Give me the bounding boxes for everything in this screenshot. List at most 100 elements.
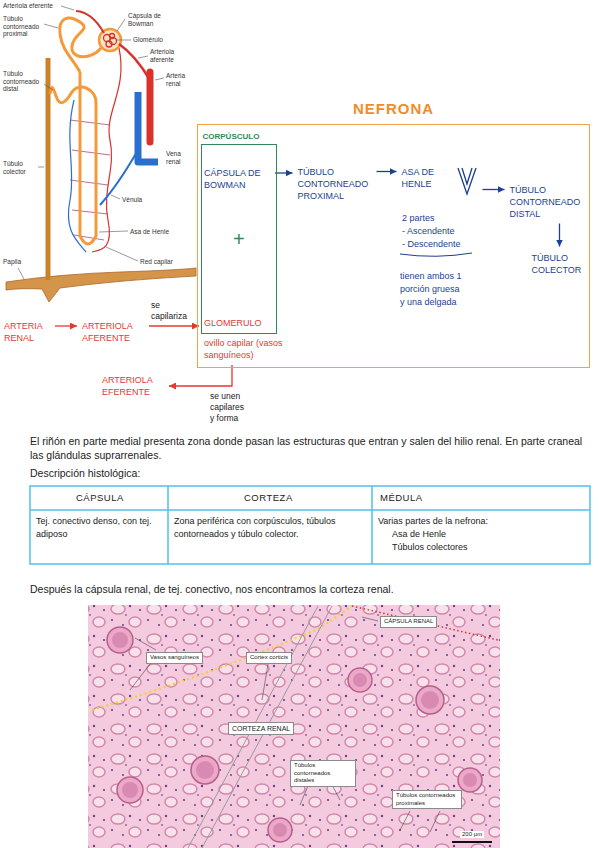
table-header: CORTEZA [244,492,364,504]
node-label: Túbulos contorneados proximales [396,792,458,807]
loop-symbol [456,166,478,196]
efferent-arteriole [76,11,104,33]
node-label: ovillo capilar (vasos sanguíneos) [204,337,318,361]
node-label: Túbulos contorneados distales [294,762,352,785]
glomerulus-section [107,627,133,653]
edge-label: se unen capilares y forma [210,391,250,424]
table-cell: Varias partes de la nefrona: [378,515,583,528]
part-label: Glomérulo [133,36,173,44]
glomerulus-core [463,773,477,787]
glomerulus-core [112,632,128,648]
table-cell: Asa de Henle [392,528,582,541]
connector [559,224,560,247]
paragraph: El riñón en parte medial presenta zona d… [30,434,590,462]
micrograph-label: CÁPSULA RENAL [380,616,437,628]
node-label: CÁPSULA RENAL [384,618,433,626]
leader-line [362,617,378,621]
table-cell: Zona periférica con corpúsculos, túbulos… [174,515,366,540]
panel-heading: CORPÚSCULO [203,132,260,142]
node-label: ARTERIA RENAL [4,320,50,344]
leader-line [44,24,58,28]
renal-artery [147,72,154,142]
table-cell: Túbulos colectores [392,541,582,554]
nephron-panel: NEFRONACORPÚSCULOCÁPSULA DE BOWMANGLOMER… [197,124,590,368]
glomerulus-section [191,756,219,784]
glomerulus-section [348,668,372,692]
leader-line [106,247,138,261]
vessel-step: ARTERIOLA AFERENTE [80,318,146,346]
afferent-arteriole [119,44,150,80]
paragraph: Después la cápsula renal, de tej. conect… [30,582,590,596]
part-label: Red capilar [140,258,190,266]
table-cell: Tej. conectivo denso, con tej. adiposo [36,515,164,540]
part-label: Papila [3,258,33,266]
proximal-tubule [60,18,101,72]
part-label: Túbulo colector [3,160,37,175]
distal-tubule [50,87,96,104]
part-label: Asa de Henle [130,228,180,236]
capillary-blue [68,100,86,252]
scale-label: 200 µm [460,831,484,838]
micrograph [88,605,500,848]
node-label: Vasos sanguíneos [150,654,199,662]
process-step: ASA DE HENLE [400,164,480,198]
nephron-illustration [6,11,196,302]
glomerulus [110,34,115,39]
micrograph-label: Vasos sanguíneos [146,652,203,664]
glomerulus-core [196,761,214,779]
boundary-line [92,606,352,710]
glomerulus-section [107,627,482,842]
part-label: Túbulo contorneado proximal [3,15,43,38]
glomerulus-core [122,782,138,798]
part-label: Vénula [122,196,152,204]
connector [149,325,199,326]
process-step: TÚBULO CONTORNEADO DISTAL [508,182,586,222]
leader-line [135,638,156,650]
connector [275,172,293,173]
process-step: CÁPSULA DE BOWMAN [202,165,272,193]
leader-line [400,811,410,830]
part-label: Cápsula de Bowman [128,12,170,27]
connector [169,365,232,386]
renal-vein [138,92,158,162]
panel-heading: NEFRONA [198,100,589,118]
table-grid [30,486,590,564]
glomerulus-core [353,673,367,687]
plus-sign: + [233,229,245,249]
glomerulus-section [117,777,143,803]
node-label: TÚBULO CONTORNEADO PROXIMAL [298,166,372,202]
node-label: CORTEZA RENAL [232,724,290,733]
process-step: GLOMERULOovillo capilar (vasos sanguíneo… [202,315,320,363]
section-heading: Descripción histológica: [30,466,330,480]
part-label: Arteriola eferente [3,2,73,10]
part-label: Arteria renal [166,72,196,87]
note-text: tienen ambos 1 porción gruesa y una delg… [400,270,462,309]
note-text: - Ascendente [402,225,482,238]
micrograph [88,605,500,848]
node-label: TÚBULO COLECTOR [532,252,588,276]
glomerulus-section [268,818,292,842]
table-header: MÉDULA [380,492,500,504]
leader-line [44,84,53,90]
cortex-band [188,606,332,848]
leader-line [38,167,44,168]
note-text: - Descendente [402,238,482,251]
micrograph-label: Túbulos contorneados distales [290,760,356,787]
table-grid [30,486,590,564]
leader-line [18,268,24,279]
micrograph-label: CORTEZA RENAL [228,722,294,735]
node-label: CÁPSULA DE BOWMAN [204,167,270,191]
leader-line [155,78,164,80]
leader-line [117,19,125,31]
glomerulus-section [416,686,444,714]
note-text: 2 partes [402,212,482,225]
loop-symbol [458,168,476,194]
glomerulus-core [112,632,477,837]
node-label: TÚBULO CONTORNEADO DISTAL [510,184,584,220]
scale-bar [452,841,492,843]
glomerulus-core [273,823,287,837]
node-label: ARTERIOLA EFERENTE [102,374,164,398]
